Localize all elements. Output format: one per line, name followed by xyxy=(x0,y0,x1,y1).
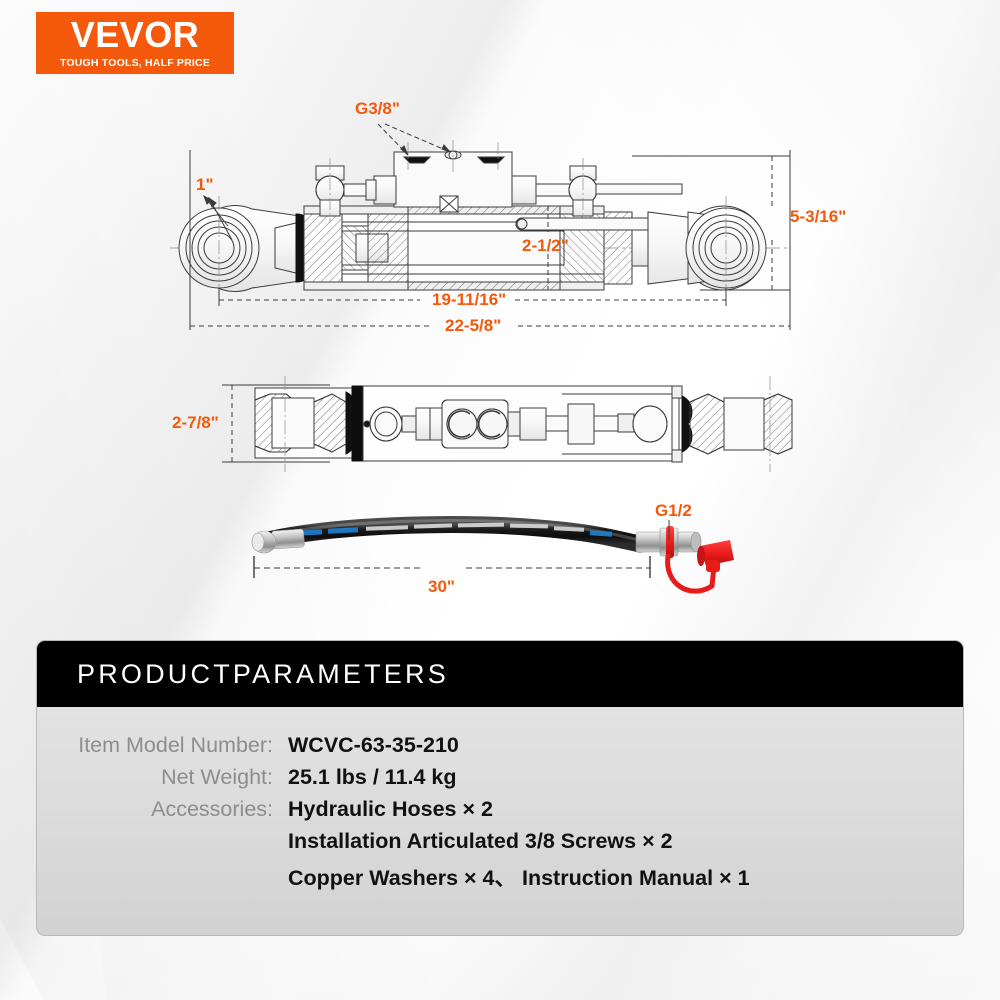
dim-label-g38: G3/8" xyxy=(355,99,400,118)
valve-manifold xyxy=(393,140,513,213)
technical-drawing: G3/8" 1" 2-1/2" 5-3/16" 19-11/16" 22-5/8… xyxy=(170,99,847,596)
param-row-model: Item Model Number: WCVC-63-35-210 xyxy=(77,733,963,758)
right-port-fitting xyxy=(511,158,683,222)
hose-printing xyxy=(299,522,613,537)
dim-height-5-3-16 xyxy=(632,155,790,291)
dim-label-bore-1in: 1" xyxy=(196,175,214,194)
logo-tagline: TOUGH TOOLS, HALF PRICE xyxy=(59,57,211,70)
dim-label-hose-length-30: 30" xyxy=(428,577,455,596)
param-label-model: Item Model Number: xyxy=(78,733,273,757)
right-ball-joint xyxy=(647,196,767,300)
red-dust-cap xyxy=(665,540,734,594)
dim-length-19-11-16 xyxy=(218,288,727,306)
view-top xyxy=(222,376,793,472)
product-parameters-panel: PRODUCTPARAMETERS Item Model Number: WCV… xyxy=(36,640,964,936)
panel-header: PRODUCTPARAMETERS xyxy=(37,641,963,707)
return-tube xyxy=(515,217,687,231)
dim-label-hose-thread-g12: G1/2 xyxy=(655,501,692,520)
param-row-weight: Net Weight: 25.1 lbs / 11.4 kg xyxy=(77,765,963,790)
top-right-eye xyxy=(681,376,793,472)
vevor-logo: VEVOR TOUGH TOOLS, HALF PRICE xyxy=(36,12,234,74)
param-accessory-line-3: Copper Washers × 4、 Instruction Manual ×… xyxy=(288,866,750,890)
param-value-weight: 25.1 lbs / 11.4 kg xyxy=(288,765,457,789)
view-side-section xyxy=(170,123,791,330)
dim-hose-30 xyxy=(253,556,651,578)
logo-wordmark: VEVOR xyxy=(70,14,200,56)
param-label-weight: Net Weight: xyxy=(161,765,273,789)
dim-label-retracted-19-11-16: 19-11/16" xyxy=(432,290,507,309)
view-hose xyxy=(251,516,734,594)
panel-body: Item Model Number: WCVC-63-35-210 Net We… xyxy=(37,707,963,935)
panel-title: PRODUCTPARAMETERS xyxy=(77,658,449,689)
g38-leaders xyxy=(377,123,451,156)
param-value-model: WCVC-63-35-210 xyxy=(288,733,459,757)
dim-label-width-2-7-8: 2-7/8" xyxy=(172,413,219,432)
dim-label-extended-22-5-8: 22-5/8" xyxy=(445,316,502,335)
hose-right-fitting xyxy=(635,526,702,558)
left-ball-joint xyxy=(178,196,301,300)
param-accessory-line-2: Installation Articulated 3/8 Screws × 2 xyxy=(288,829,673,853)
top-fittings xyxy=(369,399,668,449)
param-value-accessories: Hydraulic Hoses × 2 xyxy=(288,797,493,821)
dim-length-22-5-8 xyxy=(189,150,791,330)
hose-left-fitting xyxy=(251,528,305,554)
param-row-accessories: Accessories: Hydraulic Hoses × 2 xyxy=(77,797,963,822)
dim-label-body-2-1-2: 2-1/2" xyxy=(522,236,569,255)
dim-label-height-5-3-16: 5-3/16" xyxy=(790,207,847,226)
left-port-fitting xyxy=(315,158,397,222)
param-label-accessories: Accessories: xyxy=(151,797,273,821)
